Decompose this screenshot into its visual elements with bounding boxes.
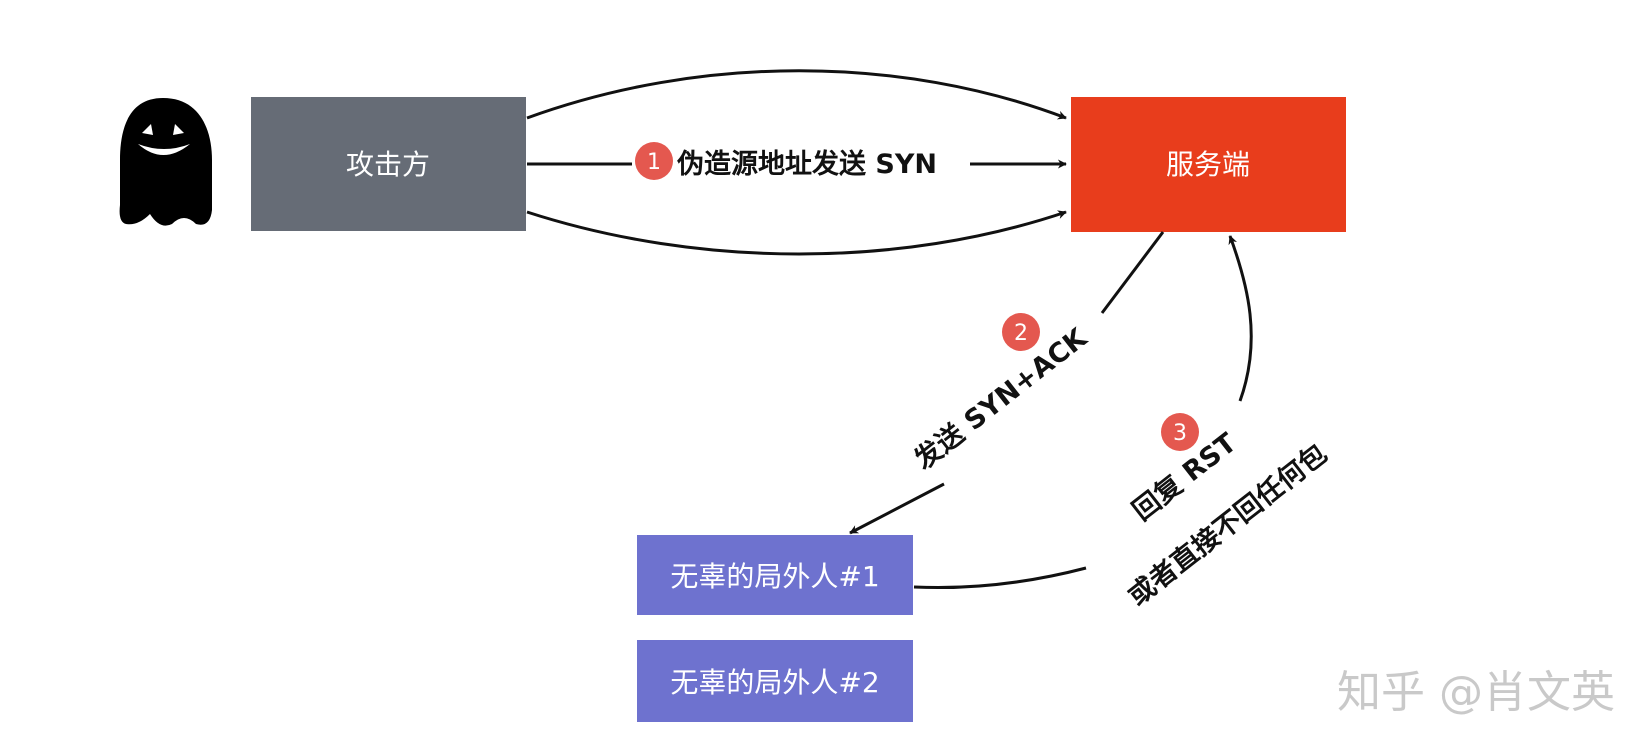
server-box — [1071, 97, 1346, 232]
attacker-node: 攻击方 — [251, 97, 526, 231]
rst-arrow-upper — [1228, 235, 1253, 402]
server-node: 服务端 — [1071, 97, 1346, 232]
watermark: 知乎 @肖文英 — [1337, 667, 1615, 718]
step-3-label-line-2: 或者直接不回任何包 — [1122, 437, 1333, 612]
server-label: 服务端 — [1166, 148, 1250, 181]
bystander-1-node: 无辜的局外人#1 — [637, 535, 913, 615]
syn-arrow-top — [526, 69, 1067, 120]
step-1-label: 伪造源地址发送 SYN — [677, 148, 937, 180]
step-2-number: 2 — [1014, 321, 1028, 346]
bystander-1-label: 无辜的局外人#1 — [670, 560, 879, 593]
bystander-2-label: 无辜的局外人#2 — [670, 666, 879, 699]
step-2-badge: 2 — [1002, 313, 1040, 351]
attacker-label: 攻击方 — [346, 148, 430, 181]
attacker-box — [251, 97, 526, 231]
step-3-badge: 3 — [1161, 413, 1199, 451]
bystander-2-box — [637, 640, 913, 722]
syn-ack-arrow-upper — [1100, 231, 1165, 314]
step-1-number: 1 — [647, 150, 661, 175]
bystander-2-node: 无辜的局外人#2 — [637, 640, 913, 722]
bystander-1-box — [637, 535, 913, 615]
step-3-number: 3 — [1173, 421, 1187, 446]
step-1-badge: 1 — [635, 142, 673, 180]
step-2-label: 发送 SYN+ACK — [907, 321, 1093, 476]
syn-ack-arrow-lower — [849, 482, 945, 535]
syn-arrow-bottom — [526, 210, 1067, 256]
ghost-icon — [119, 98, 212, 226]
rst-arrow-lower — [913, 566, 1087, 590]
